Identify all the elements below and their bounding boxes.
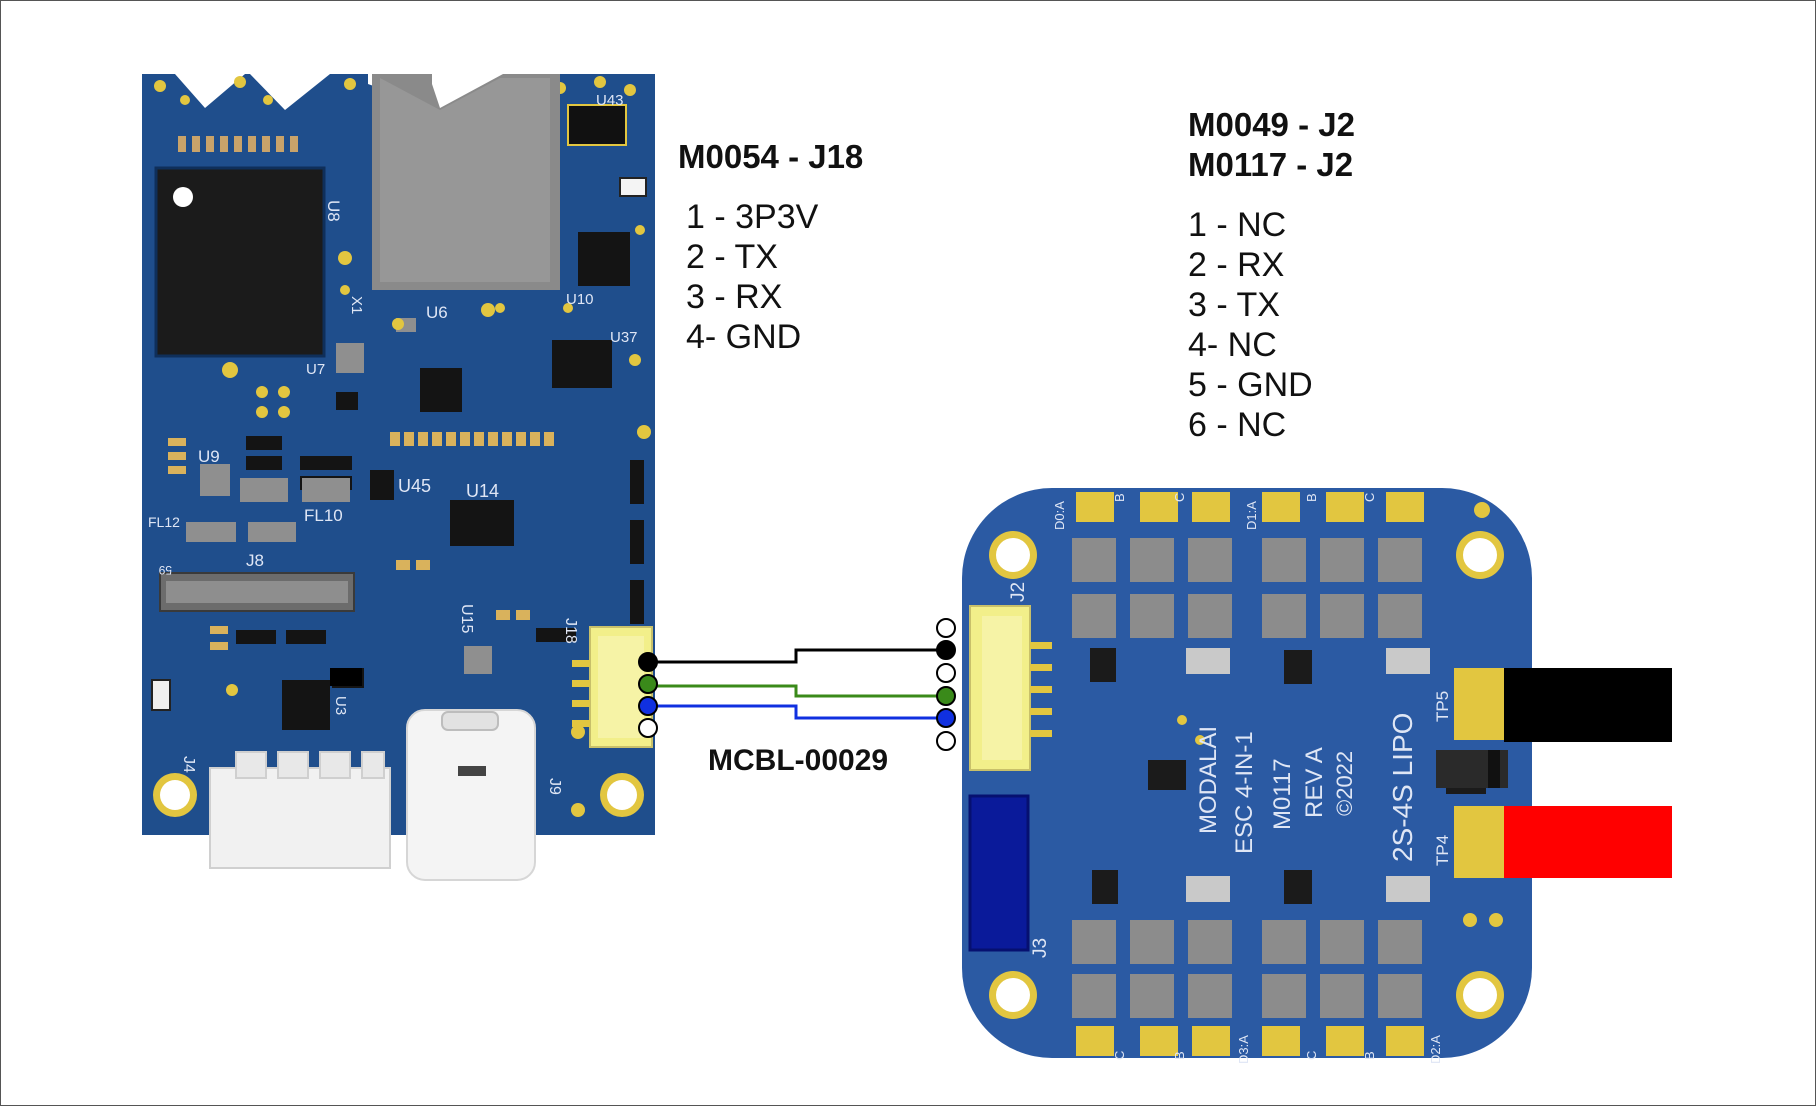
left-pin-2 [638, 674, 658, 694]
silk-brand: MODALAI [1195, 726, 1222, 834]
silk-u15: U15 [458, 604, 475, 633]
left-board-m0054: U8 U6 U43 U10 U37 U7 U9 U45 U14 U15 U3 F… [142, 74, 655, 881]
left-pin-label-1: 1 - 3P3V [686, 198, 819, 236]
right-pin-list: 1 - NC 2 - RX 3 - TX 4- NC 5 - GND 6 - N… [1188, 206, 1313, 444]
silk-u7: U7 [306, 361, 325, 378]
pad-tp5 [1454, 668, 1504, 740]
left-pin-3 [638, 696, 658, 716]
silk-fl10: FL10 [304, 506, 343, 525]
connector-j4 [209, 767, 391, 869]
silk-u8: U8 [324, 200, 343, 222]
silk-rev: REV A [1301, 747, 1328, 818]
silk-j18: J18 [562, 618, 579, 644]
silk-j9: J9 [546, 778, 563, 795]
cable-mcbl-00029 [648, 648, 946, 720]
silk-d0a: D0:A [1052, 501, 1067, 530]
silk-b-top-1: B [1112, 493, 1127, 502]
silk-u10: U10 [566, 291, 594, 308]
usb-c-j9 [406, 709, 536, 881]
silk-u14: U14 [466, 481, 499, 501]
silk-b-bot-1: B [1172, 1051, 1187, 1060]
silk-d2a: D2:A [1428, 1035, 1443, 1064]
right-pin-markers [936, 618, 956, 751]
left-pin-markers [638, 652, 658, 738]
left-pin-label-4: 4- GND [686, 318, 801, 356]
silk-d3a: D3:A [1236, 1035, 1251, 1064]
silk-c-top-1: C [1172, 493, 1187, 502]
silk-model: M0117 [1269, 758, 1296, 830]
left-pin-4 [638, 718, 658, 738]
right-pin-label-2: 2 - RX [1188, 246, 1284, 284]
wire-green [648, 684, 946, 698]
right-pin-label-3: 3 - TX [1188, 286, 1280, 324]
silk-tp4: TP4 [1433, 835, 1452, 866]
left-pin-list: 1 - 3P3V 2 - TX 3 - RX 4- GND [686, 198, 819, 356]
right-pin-label-6: 6 - NC [1188, 406, 1286, 444]
left-connector-title: M0054 - J18 [678, 138, 863, 175]
right-board-m0117: J2 J3 TP5 TP4 MODALAI ESC 4-IN-1 M0117 R… [962, 488, 1532, 1064]
left-pin-label-3: 3 - RX [686, 278, 782, 316]
connector-j3 [968, 794, 1030, 952]
right-pin-label-1: 1 - NC [1188, 206, 1286, 244]
right-pin-2 [936, 640, 956, 660]
silk-fl12: FL12 [148, 514, 180, 530]
right-pin-6 [936, 731, 956, 751]
silk-j8: J8 [246, 551, 264, 570]
silk-x1: X1 [348, 296, 365, 314]
silk-u45: U45 [398, 476, 431, 496]
silk-esc: ESC 4-IN-1 [1231, 731, 1258, 854]
wire-black [648, 648, 946, 664]
right-pin-4 [936, 686, 956, 706]
wire-blue [648, 704, 946, 720]
silk-c-bot-1: C [1112, 1051, 1127, 1060]
silk-d1a: D1:A [1244, 501, 1259, 530]
right-pin-1 [936, 618, 956, 638]
right-pin-label-4: 4- NC [1188, 326, 1277, 364]
silk-59: 59 [158, 563, 172, 577]
silk-u9: U9 [198, 447, 220, 466]
silk-j2: J2 [1008, 582, 1029, 602]
silk-c-bot-2: C [1304, 1051, 1319, 1060]
silk-c-top-2: C [1362, 493, 1377, 502]
silk-b-bot-2: B [1362, 1051, 1377, 1060]
silk-b-top-2: B [1304, 493, 1319, 502]
battery-lead-black [1504, 668, 1672, 742]
left-pin-label-2: 2 - TX [686, 238, 778, 276]
right-pin-5 [936, 708, 956, 728]
silk-lipo: 2S-4S LIPO [1387, 713, 1418, 862]
silk-year: ©2022 [1332, 751, 1357, 816]
left-pin-1 [638, 652, 658, 672]
silk-u6: U6 [426, 303, 448, 322]
right-connector-title-1: M0049 - J2 [1188, 106, 1355, 143]
battery-lead-red [1504, 806, 1672, 878]
silk-j4: J4 [180, 756, 197, 773]
right-connector-title-2: M0117 - J2 [1188, 146, 1353, 183]
silk-j3: J3 [1030, 938, 1051, 958]
pad-tp4 [1454, 806, 1504, 878]
cable-label: MCBL-00029 [708, 744, 888, 777]
right-pin-label-5: 5 - GND [1188, 366, 1313, 404]
silk-u3: U3 [332, 696, 349, 715]
silk-u43: U43 [596, 92, 624, 109]
right-pin-3 [936, 663, 956, 683]
silk-u37: U37 [610, 329, 638, 346]
silk-tp5: TP5 [1433, 691, 1452, 722]
